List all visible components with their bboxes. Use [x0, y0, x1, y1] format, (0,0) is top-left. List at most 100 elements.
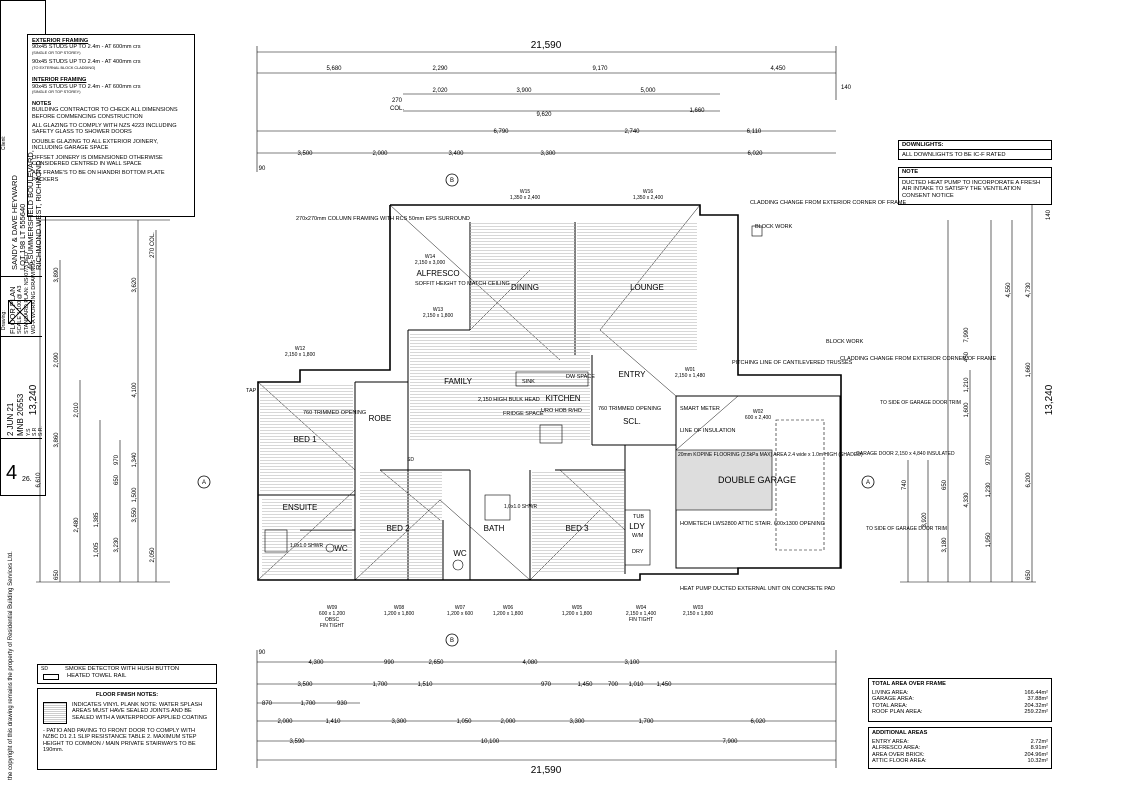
- dimension: 1,510: [417, 682, 433, 688]
- window-id: W09: [327, 605, 338, 611]
- dimension: 4,300: [308, 660, 324, 666]
- dimension: 2,050: [150, 547, 156, 563]
- room-label: DOUBLE GARAGE: [718, 475, 796, 485]
- window-id: W08: [394, 605, 405, 611]
- additional-area-title: ADDITIONAL AREAS: [872, 730, 928, 736]
- dimension: 2,480: [74, 517, 80, 533]
- dimension: 1,385: [94, 512, 100, 528]
- dimension: 3,500: [297, 682, 313, 688]
- fin-tight-label: FIN TIGHT: [629, 617, 653, 623]
- dimension: 4,100: [132, 382, 138, 398]
- window-id: W16: [643, 189, 654, 195]
- dimension: 6,020: [750, 719, 766, 725]
- dimension: 3,300: [569, 719, 585, 725]
- smoke-detector-tag: SD: [407, 457, 414, 463]
- dimension-total: 13,240: [28, 384, 39, 415]
- dimension: 450: [964, 351, 970, 362]
- area-label: TOTAL AREA:: [872, 702, 908, 709]
- downlights-box: DOWNLIGHTS: ALL DOWNLIGHTS TO BE IC-F RA…: [898, 140, 1052, 160]
- window-size: 600 x 2,400: [745, 415, 771, 421]
- room-label: BED 2: [386, 524, 410, 533]
- note-1: BUILDING CONTRACTOR TO CHECK ALL DIMENSI…: [32, 107, 178, 120]
- dimension: 1,700: [300, 701, 316, 707]
- window-size: 2,150 x 1,400: [626, 611, 657, 617]
- ventilation-note-box: NOTE DUCTED HEAT PUMP TO INCORPORATE A F…: [898, 167, 1052, 205]
- dimension: 2,010: [74, 402, 80, 418]
- trimmed-opening-note: 760 TRIMMED OPENING: [598, 406, 661, 412]
- fridge-label: FRIDGE SPACE: [503, 411, 544, 417]
- dimension: 3,550: [132, 507, 138, 523]
- dimension: 1,450: [577, 682, 593, 688]
- note-4: OFFSET JOINERY IS DIMENSIONED OTHERWISE …: [32, 154, 163, 168]
- sd-legend: SMOKE DETECTOR WITH HUSH BUTTON: [65, 666, 180, 672]
- dryer-label: DRY: [632, 549, 644, 555]
- dimension: 140: [841, 85, 852, 91]
- fin-tight-label: FIN TIGHT: [320, 623, 344, 629]
- note-2: ALL GLAZING TO COMPLY WITH NZS 4223 INCL…: [32, 123, 177, 136]
- dimension: 3,100: [624, 660, 640, 666]
- dimension: 3,300: [540, 151, 556, 157]
- dimension: 3,400: [448, 151, 464, 157]
- shower-label: 1,0x1.0 SHWR: [290, 543, 323, 549]
- left-dimensions: 13,240 3,890 3,620 2,090 4,100 2,010 3,8…: [28, 232, 156, 580]
- dw-label: DW SPACE: [566, 374, 595, 380]
- window-size: 1,200 x 1,800: [493, 611, 524, 617]
- total-area-title: TOTAL AREA OVER FRAME: [872, 681, 946, 687]
- ext-note-1: 90x45 STUDS UP TO 2.4m - AT 600mm crs: [32, 44, 141, 51]
- window-id: W07: [455, 605, 466, 611]
- section-b-marker: [445, 173, 459, 187]
- room-label: WC: [453, 549, 467, 558]
- window-id: W03: [693, 605, 704, 611]
- dimension: 90: [259, 650, 266, 656]
- sd-tag: SD: [41, 666, 48, 672]
- dimension: 4,330: [964, 492, 970, 508]
- dimension: 140: [1046, 209, 1052, 220]
- dimension-total: 13,240: [1044, 384, 1055, 415]
- dimension: 650: [54, 569, 60, 580]
- room-label: KITCHEN: [545, 394, 580, 403]
- window-id: W05: [572, 605, 583, 611]
- legend-box: SD SMOKE DETECTOR WITH HUSH BUTTON HEATED…: [37, 664, 217, 684]
- room-label: LOUNGE: [630, 283, 664, 292]
- block-work-label: BLOCK WORK: [826, 339, 864, 345]
- sheet-number: 4: [6, 462, 18, 484]
- dimension: 970: [986, 454, 992, 465]
- dimension: 5,680: [326, 66, 342, 72]
- window-size: 2,150 x 1,800: [285, 352, 316, 358]
- washing-machine-label: W/M: [632, 533, 644, 539]
- section-a-label: A: [202, 480, 206, 486]
- dimension-lines: [36, 46, 1036, 768]
- dimension: 3,920: [922, 512, 928, 528]
- total-area-table: TOTAL AREA OVER FRAME LIVING AREA: 166.44…: [868, 678, 1052, 722]
- title-block: Client: SANDY & DAVE HEYWARD LOT 198 LT …: [0, 0, 46, 496]
- section-b-label: B: [450, 638, 454, 644]
- right-dimensions: 13,240 7,990 4,550 4,730 1,660 1,600 6,2…: [902, 209, 1055, 580]
- room-label: BATH: [484, 524, 505, 533]
- area-label: LIVING AREA:: [872, 689, 909, 696]
- window-id: W01: [685, 367, 696, 373]
- dimension: 700: [608, 682, 619, 688]
- revision-stamp-icon: [8, 300, 32, 324]
- dimension: 9,170: [592, 66, 608, 72]
- dimension: 2,000: [500, 719, 516, 725]
- dimension: 3,230: [114, 537, 120, 553]
- towel-legend: HEATED TOWEL RAIL: [67, 673, 127, 679]
- room-label: WC: [334, 544, 348, 553]
- soffit-note: SOFFIT HEIGHT TO MATCH CEILING: [415, 281, 510, 287]
- annotations: 270x270mm COLUMN FRAMING WITH RCS 50mm E…: [246, 200, 996, 592]
- window-size: 600 x 1,200: [319, 611, 345, 617]
- dimension: 90: [259, 166, 266, 172]
- dimension: 990: [384, 660, 395, 666]
- dimension: 1,410: [325, 719, 341, 725]
- section-b-label: B: [450, 178, 454, 184]
- sheet-total: 26.: [22, 476, 32, 483]
- area-value: 166.44m²: [1024, 689, 1048, 696]
- towel-rail-icon: [43, 673, 59, 680]
- dimension: 870: [262, 701, 273, 707]
- dimension: 3,900: [516, 88, 532, 94]
- room-label: ENTRY: [619, 370, 647, 379]
- note-title: NOTE: [899, 168, 1051, 178]
- dimension: 6,020: [747, 151, 763, 157]
